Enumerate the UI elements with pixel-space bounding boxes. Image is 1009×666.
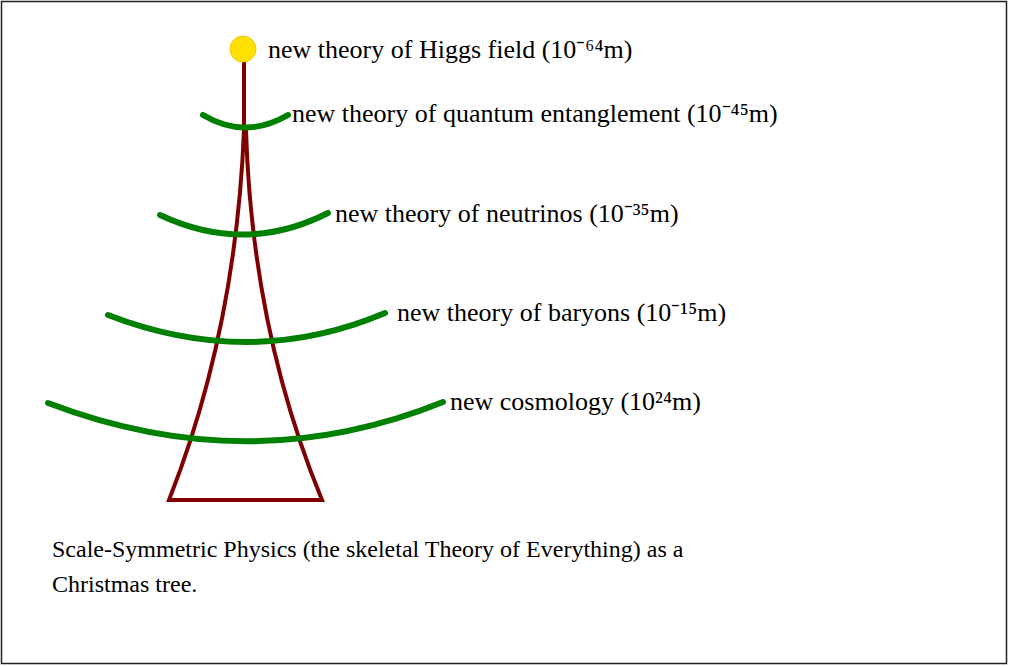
- tree-trunk: [169, 130, 322, 500]
- branch-label: new theory of quantum entanglement (10⁻⁴…: [292, 98, 778, 129]
- branch-label: new theory of baryons (10⁻¹⁵m): [397, 297, 726, 328]
- tree-star: [230, 36, 256, 62]
- figure-caption: Scale-Symmetric Physics (the skeletal Th…: [52, 532, 712, 602]
- tree-top-stem: [242, 52, 246, 132]
- branch-label: new theory of Higgs field (10⁻⁶⁴m): [268, 34, 632, 65]
- tree-branch: [160, 213, 328, 235]
- tree-branch: [203, 115, 288, 128]
- tree-branch: [48, 402, 443, 441]
- branch-label: new cosmology (10²⁴m): [450, 386, 701, 417]
- tree-branch: [108, 313, 385, 342]
- branch-label: new theory of neutrinos (10⁻³⁵m): [335, 198, 679, 229]
